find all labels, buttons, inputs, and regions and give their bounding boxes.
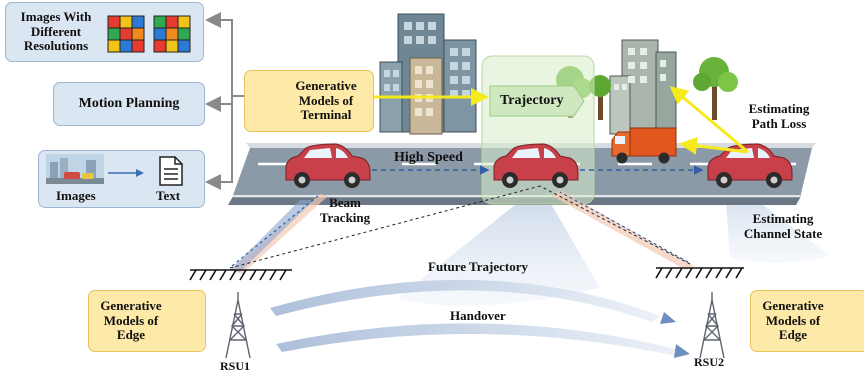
generative-models-edge-left-label: Generative Models of Edge [100, 298, 162, 343]
generative-models-edge-right-box: Generative Models of Edge [750, 290, 864, 352]
motion-planning-label: Motion Planning [78, 96, 180, 112]
beam-tracking-label: Beam Tracking [319, 195, 371, 225]
images-label: Images [56, 188, 96, 203]
generative-models-terminal-box: Generative Models of Terminal [244, 70, 374, 132]
generative-models-edge-right-label: Generative Models of Edge [762, 298, 824, 343]
generative-models-terminal-label: Generative Models of Terminal [295, 78, 357, 123]
tree-icon [693, 57, 738, 120]
street-image-icon [46, 154, 104, 184]
text-label: Text [156, 188, 181, 203]
trajectory-highlight [481, 55, 595, 205]
rsu2-tower-icon [699, 292, 725, 359]
car-icon [707, 143, 793, 188]
rsu1-tower-icon [225, 292, 251, 359]
future-trajectory-label: Future Trajectory [428, 259, 528, 274]
estimating-channel-state-label: Estimating Channel State [743, 211, 823, 241]
motion-planning-box: Motion Planning [53, 82, 205, 126]
car-icon [493, 143, 579, 188]
images-resolutions-label: Images With Different Resolutions [20, 9, 92, 54]
rubiks-cube-icon [107, 15, 191, 53]
trajectory-arrow [489, 85, 585, 117]
truck-icon [611, 127, 677, 164]
building-cluster-right [609, 39, 677, 135]
handover-label: Handover [450, 308, 506, 323]
images-resolutions-box: Images With Different Resolutions [5, 2, 204, 62]
reflecting-surface-right [655, 267, 744, 279]
estimating-path-loss-label: Estimating Path Loss [748, 101, 810, 131]
rsu2-label: RSU2 [694, 355, 725, 369]
reflecting-surface-left [189, 269, 292, 281]
building-cluster-left [379, 13, 477, 135]
future-trajectory-beam [398, 185, 600, 306]
car-icon [285, 143, 371, 188]
document-icon [159, 156, 183, 186]
generative-models-edge-left-box: Generative Models of Edge [88, 290, 206, 352]
arrow-icon [108, 169, 144, 177]
high-speed-label: High Speed [394, 150, 463, 165]
trajectory-label: Trajectory [500, 93, 564, 108]
rsu1-label: RSU1 [220, 359, 251, 373]
feedback-bracket [205, 12, 244, 190]
